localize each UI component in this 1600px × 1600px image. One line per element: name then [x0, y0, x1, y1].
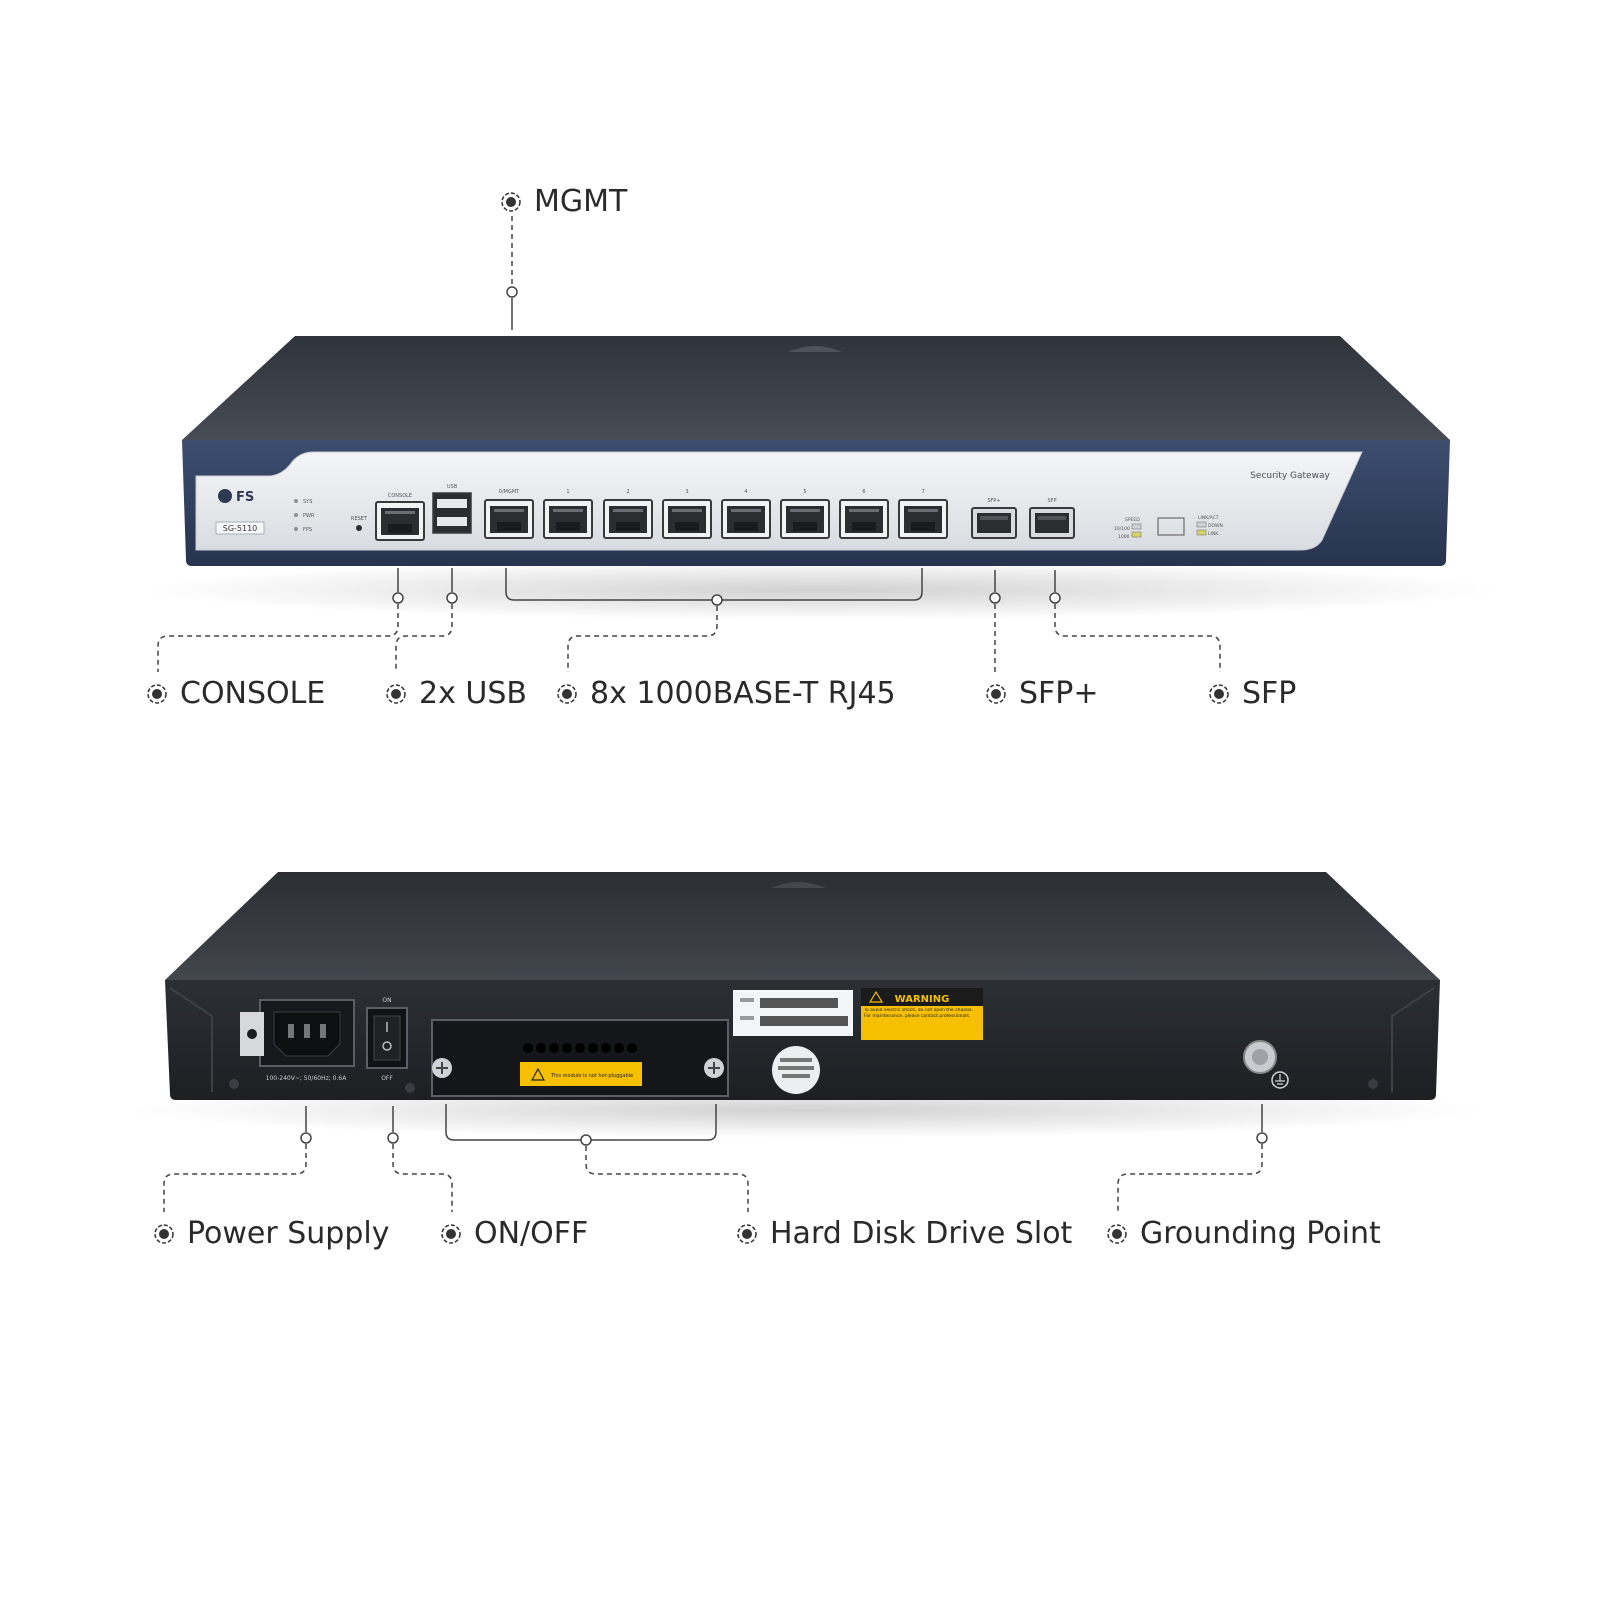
- port-number-3: 3: [685, 489, 688, 495]
- warning-text: To avoid electric shock, do not open the…: [864, 1008, 973, 1019]
- console-port[interactable]: [375, 501, 425, 541]
- callout-sfp-plus: SFP+: [985, 676, 1099, 711]
- callout-grounding-point: Grounding Point: [1106, 1216, 1381, 1251]
- legend-speed-high: 1000: [1118, 534, 1130, 540]
- callout-label: SFP: [1242, 676, 1297, 711]
- brand-label: FS: [236, 490, 254, 505]
- callout-label: ON/OFF: [474, 1216, 589, 1251]
- serial-label: [733, 990, 853, 1036]
- warning-title: WARNING: [895, 994, 950, 1005]
- legend-link-act: LINK/ACT: [1198, 515, 1219, 521]
- callout-bullet-icon: [1106, 1223, 1128, 1245]
- round-certification-label: [772, 1046, 820, 1094]
- usb-port-label: USB: [447, 484, 458, 490]
- callout-label: 2x USB: [419, 676, 527, 711]
- callout-label: Grounding Point: [1140, 1216, 1381, 1251]
- rj45-port-5[interactable]: [780, 499, 830, 539]
- callout-console: CONSOLE: [146, 676, 325, 711]
- reset-button[interactable]: [356, 525, 362, 531]
- rj45-port-2[interactable]: [603, 499, 653, 539]
- callout-bullet-icon: [985, 683, 1007, 705]
- status-leds: SYS PWR FPS: [294, 499, 315, 533]
- port-number-1: 1: [566, 489, 569, 495]
- warning-sticker: WARNING To avoid electric shock, do not …: [861, 988, 983, 1040]
- led-label-pwr: PWR: [303, 513, 315, 519]
- usb-ports[interactable]: [432, 492, 472, 534]
- led-label-sys: SYS: [303, 499, 312, 505]
- rear-chassis-top: [165, 872, 1440, 980]
- callout-label: Power Supply: [187, 1216, 390, 1251]
- callout-label: SFP+: [1019, 676, 1099, 711]
- front-callout-lines: [157, 216, 1221, 672]
- rj45-port-7[interactable]: [898, 499, 948, 539]
- product-name: Security Gateway: [1250, 471, 1330, 481]
- hdd-warning-icon: [530, 1067, 546, 1081]
- callout-sfp: SFP: [1208, 676, 1296, 711]
- model-tag: [215, 521, 265, 535]
- callout-power-supply: Power Supply: [153, 1216, 389, 1251]
- callout-on-off: ON/OFF: [440, 1216, 588, 1251]
- legend-speed-low: 10/100: [1114, 526, 1130, 532]
- power-inlet[interactable]: [240, 999, 355, 1067]
- console-port-label: CONSOLE: [388, 493, 412, 499]
- rear-device: 100-240V~; 50/60Hz; 0.6A ON OFF This mod: [125, 872, 1485, 1138]
- callout-bullet-icon: [556, 683, 578, 705]
- sfp-port-label: SFP: [1047, 498, 1056, 504]
- mgmt-port[interactable]: [484, 499, 534, 539]
- switch-off-label: OFF: [381, 1075, 393, 1082]
- callout-bullet-icon: [153, 1223, 175, 1245]
- callout-bullet-icon: [440, 1223, 462, 1245]
- callout-bullet-icon: [385, 683, 407, 705]
- front-faceplate: [195, 451, 1363, 551]
- rj45-port-3[interactable]: [662, 499, 712, 539]
- hdd-vent-holes: [523, 1043, 637, 1053]
- callout-bullet-icon: [1208, 683, 1230, 705]
- legend-port-icon: [1157, 517, 1185, 536]
- callout-label: MGMT: [534, 184, 628, 219]
- sfp-port[interactable]: [1029, 507, 1075, 539]
- callout-bullet-icon: [146, 683, 168, 705]
- port-led-legend: SPEED 10/100 1000 LINK/ACT DOWN LINK: [1114, 515, 1223, 540]
- port-number-6: 6: [862, 489, 865, 495]
- fs-logo-icon: [218, 489, 232, 503]
- front-device: FS SG-5110 SYS PWR FPS RESET CONSOLE USB…: [140, 336, 1500, 620]
- warning-triangle-icon: [868, 990, 884, 1003]
- rj45-port-4[interactable]: [721, 499, 771, 539]
- sfp-plus-port[interactable]: [971, 507, 1017, 539]
- callout-label: CONSOLE: [180, 676, 326, 711]
- callout-bullet-icon: [500, 191, 522, 213]
- port-number-7: 7: [921, 489, 924, 495]
- rj45-port-1[interactable]: [543, 499, 593, 539]
- legend-down: DOWN: [1208, 523, 1223, 529]
- callout-mgmt: MGMT: [500, 184, 627, 219]
- callout-label: Hard Disk Drive Slot: [770, 1216, 1073, 1251]
- port-number-5: 5: [803, 489, 806, 495]
- port-number-4: 4: [744, 489, 747, 495]
- power-rating-label: 100-240V~; 50/60Hz; 0.6A: [266, 1075, 348, 1082]
- power-switch[interactable]: [366, 1007, 408, 1069]
- mgmt-port-label: 0/MGMT: [499, 489, 520, 495]
- grounding-screw-icon[interactable]: [1243, 1040, 1289, 1089]
- led-label-fps: FPS: [303, 527, 312, 533]
- callout-rj45: 8x 1000BASE-T RJ45: [556, 676, 896, 711]
- callout-usb: 2x USB: [385, 676, 527, 711]
- rear-callout-lines: [163, 1104, 1268, 1212]
- reset-label: RESET: [351, 516, 368, 522]
- port-number-2: 2: [626, 489, 629, 495]
- hdd-notice-text: This module is not hot-pluggable: [550, 1073, 633, 1079]
- switch-on-label: ON: [382, 997, 391, 1004]
- model-label: SG-5110: [223, 524, 258, 533]
- legend-link: LINK: [1208, 531, 1219, 537]
- callout-label: 8x 1000BASE-T RJ45: [590, 676, 896, 711]
- rj45-port-6[interactable]: [839, 499, 889, 539]
- front-chassis-top: [182, 336, 1450, 440]
- callout-hdd-slot: Hard Disk Drive Slot: [736, 1216, 1072, 1251]
- sfp-plus-port-label: SFP+: [987, 498, 1000, 504]
- legend-speed: SPEED: [1125, 517, 1140, 523]
- callout-bullet-icon: [736, 1223, 758, 1245]
